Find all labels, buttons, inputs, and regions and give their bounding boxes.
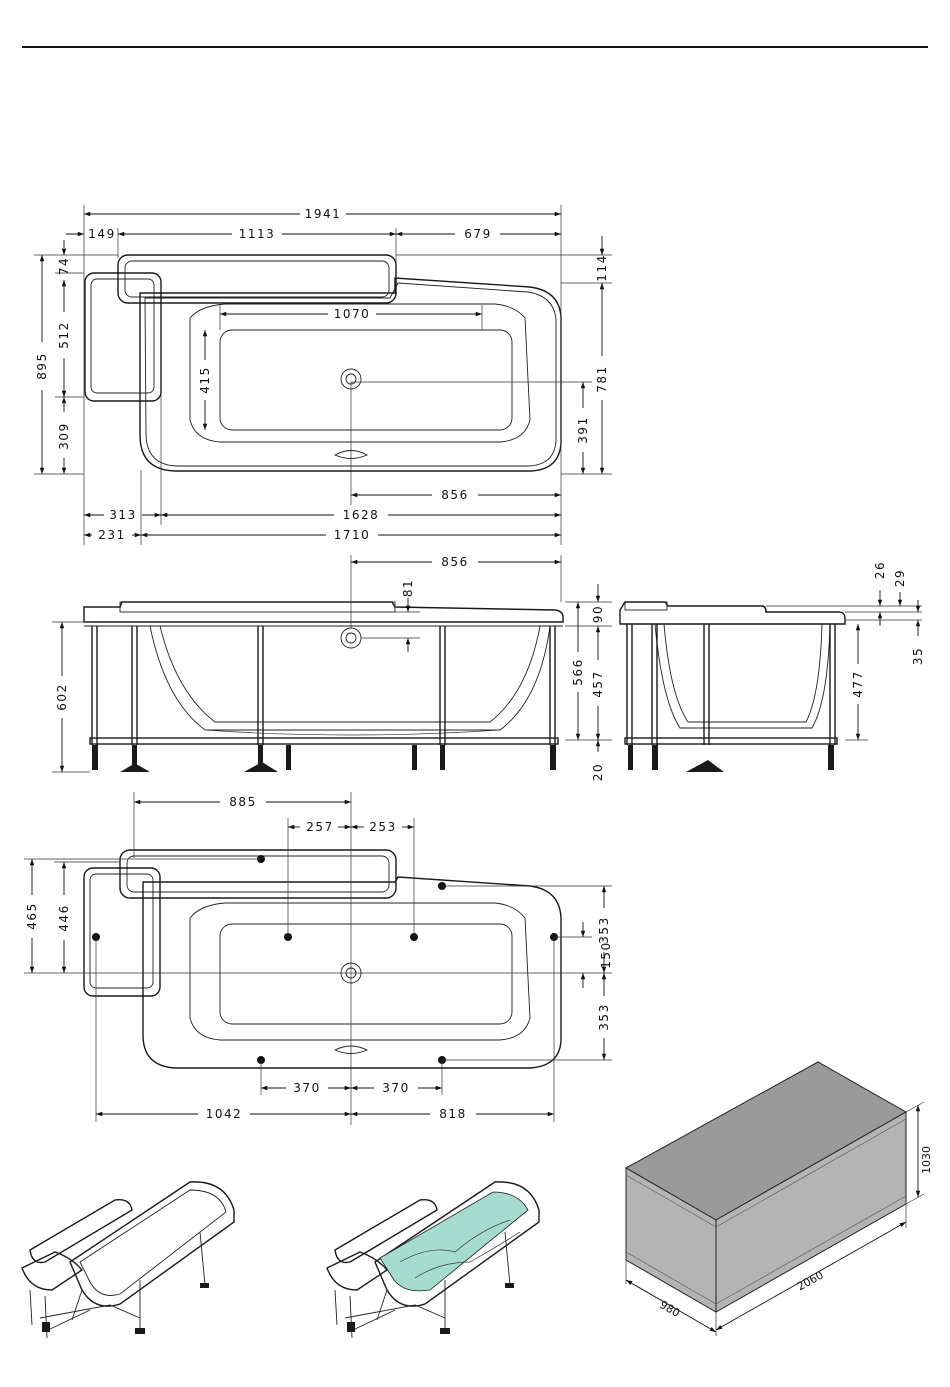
dim-74: 74 — [57, 257, 71, 275]
dim-1710: 1710 — [334, 528, 371, 542]
dim-81: 81 — [401, 579, 415, 597]
dim-370-left: 370 — [293, 1081, 320, 1095]
end-view: 26 29 35 477 — [620, 561, 925, 772]
dim-566: 566 — [571, 658, 585, 685]
dim-781: 781 — [595, 365, 609, 392]
dim-391: 391 — [576, 416, 590, 443]
dim-150: 150 — [599, 941, 613, 968]
dim-679: 679 — [464, 227, 491, 241]
dim-465: 465 — [25, 902, 39, 929]
dim-313: 313 — [109, 508, 136, 522]
dim-26: 26 — [873, 561, 887, 579]
dim-512: 512 — [57, 321, 71, 348]
dim-856-side: 856 — [441, 555, 468, 569]
dim-818: 818 — [439, 1107, 466, 1121]
top-view: 1941 149 1113 679 1070 415 895 74 512 — [34, 205, 612, 545]
dim-602: 602 — [55, 683, 69, 710]
dim-457: 457 — [591, 670, 605, 697]
dim-415: 415 — [198, 366, 212, 393]
dim-370-right: 370 — [382, 1081, 409, 1095]
leg-plan-view: 885 257 253 465 446 353 150 353 370 370 … — [24, 792, 613, 1125]
dim-90: 90 — [591, 605, 605, 623]
dim-856-top: 856 — [441, 488, 468, 502]
dim-477: 477 — [851, 670, 865, 697]
dim-29: 29 — [893, 569, 907, 587]
dim-1113: 1113 — [239, 227, 276, 241]
iso-box: 1030 2060 980 — [626, 1062, 933, 1336]
dim-149: 149 — [88, 227, 115, 241]
dim-895: 895 — [35, 352, 49, 379]
dim-114: 114 — [595, 254, 609, 281]
dim-257: 257 — [306, 820, 333, 834]
side-view: 856 81 602 566 90 457 20 — [52, 555, 612, 781]
dim-309: 309 — [57, 422, 71, 449]
dim-980: 980 — [657, 1298, 682, 1320]
dim-253: 253 — [369, 820, 396, 834]
dim-35: 35 — [911, 647, 925, 665]
dim-353-lower: 353 — [597, 1003, 611, 1030]
iso-tub-filled — [327, 1182, 539, 1338]
dim-20: 20 — [591, 763, 605, 781]
dim-2060: 2060 — [795, 1268, 826, 1293]
dim-1628: 1628 — [343, 508, 380, 522]
dim-885: 885 — [229, 795, 256, 809]
dim-231: 231 — [98, 528, 125, 542]
dim-1941: 1941 — [305, 207, 342, 221]
dim-353-upper: 353 — [597, 916, 611, 943]
dim-1042: 1042 — [206, 1107, 243, 1121]
dim-1030: 1030 — [920, 1146, 933, 1174]
dim-446: 446 — [57, 904, 71, 931]
dim-1070: 1070 — [334, 307, 371, 321]
iso-tub-empty — [22, 1182, 234, 1338]
